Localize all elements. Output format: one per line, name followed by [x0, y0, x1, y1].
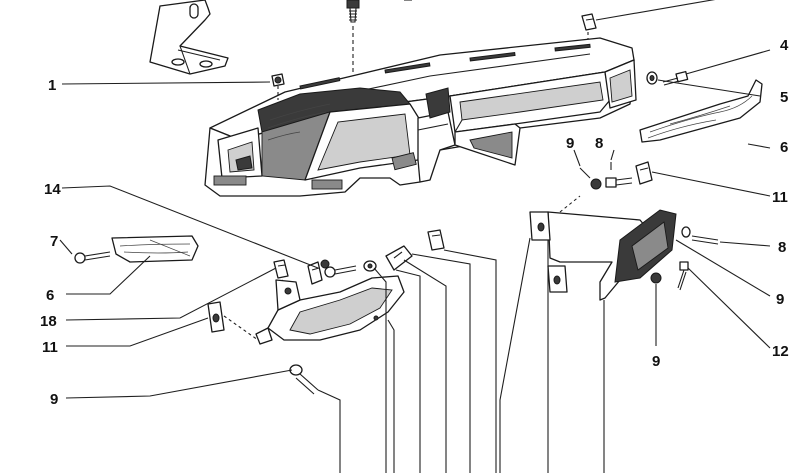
nut-left-mid — [363, 260, 377, 272]
leader-1 — [61, 81, 271, 85]
dashboard-panel — [204, 37, 637, 197]
clip-11-right — [635, 161, 771, 197]
clip-14 — [307, 259, 330, 285]
leader-left-a — [387, 319, 395, 473]
leader-6-left — [66, 255, 151, 295]
screw-7 — [74, 251, 111, 264]
callout-14: 14 — [44, 181, 61, 198]
clip-18 — [273, 259, 289, 279]
callout-18: 18 — [40, 313, 57, 330]
callout-9-right: 9 — [776, 291, 784, 308]
callout-11-right: 11 — [772, 189, 788, 206]
leader-6-right — [747, 143, 771, 149]
leader-left-b — [395, 269, 421, 473]
callout-12: 12 — [772, 343, 789, 360]
callout-6-left: 6 — [46, 287, 54, 304]
callout-8-top: 8 — [595, 135, 603, 152]
leader-9-left — [65, 369, 293, 399]
callout-6-right: 6 — [780, 139, 788, 156]
lower-cover-left — [255, 275, 405, 345]
nut-9-lower-mid — [650, 272, 662, 346]
callout-9-lower-mid: 9 — [652, 353, 660, 370]
washer-8-right — [681, 226, 771, 247]
nut-9-right — [579, 167, 602, 190]
leader-left-d — [411, 253, 471, 473]
leader-7 — [59, 239, 73, 255]
wood-trim-right — [639, 79, 763, 143]
leader-right-c — [499, 237, 531, 473]
callout-9-top: 9 — [566, 135, 574, 152]
leader-11-left — [66, 317, 209, 347]
clip-nut-left-top — [427, 229, 445, 251]
screw-left-mid — [324, 265, 357, 278]
callout-1: 1 — [48, 77, 56, 94]
leader-9-top — [573, 149, 581, 167]
leader-18 — [65, 267, 277, 321]
leader-14 — [61, 185, 319, 269]
mounting-bracket — [149, 0, 229, 75]
callout-11-left: 11 — [42, 339, 58, 356]
callout-9-left: 9 — [50, 391, 58, 408]
screw-12 — [677, 261, 771, 349]
clip-11-left — [207, 301, 259, 341]
callout-8-right: 8 — [778, 239, 786, 256]
washer-1 — [271, 73, 285, 100]
washer-right-5 — [646, 71, 761, 97]
leader-left-f — [373, 267, 387, 473]
callout-4: 4 — [780, 37, 789, 54]
leader-8-top — [610, 149, 615, 161]
leader-left-c — [403, 259, 447, 473]
screw-8-right — [605, 162, 633, 188]
bolt-right-4 — [662, 49, 771, 86]
nut-9-right-lower — [675, 239, 771, 297]
top-screw — [346, 0, 360, 72]
clip-nut-top-right — [581, 0, 716, 44]
wood-trim-left — [111, 235, 199, 263]
callout-5: 5 — [780, 89, 788, 106]
leader-left-e — [443, 249, 497, 473]
mount-clip-left-mid — [385, 245, 413, 271]
callout-7: 7 — [50, 233, 58, 250]
lower-bracket-right — [529, 195, 677, 301]
screw-9-left — [289, 364, 341, 473]
